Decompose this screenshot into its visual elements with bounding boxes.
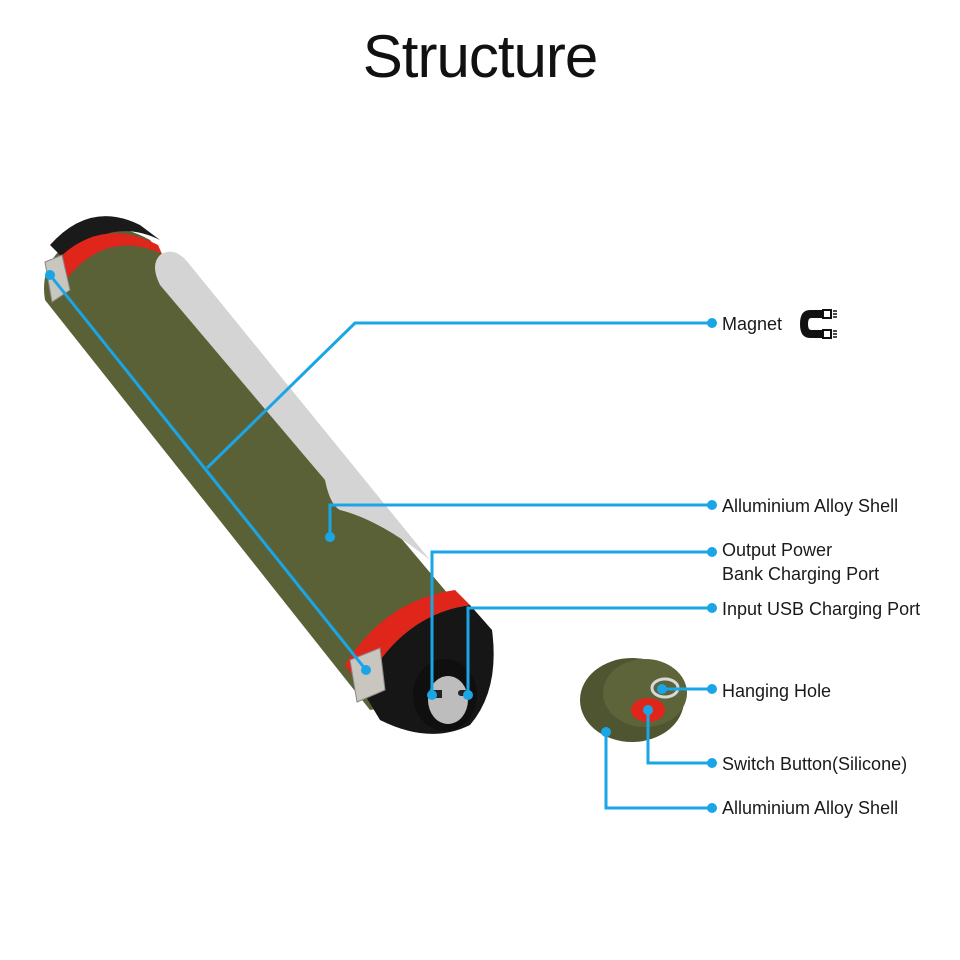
callout-input-port — [466, 606, 712, 695]
callout-shell-body — [328, 503, 712, 537]
dot — [601, 727, 611, 737]
label-input-port: Input USB Charging Port — [722, 599, 921, 619]
dot — [707, 547, 717, 557]
callout-magnet-diagonal — [48, 274, 368, 671]
callout-output-port — [430, 550, 712, 695]
label-shell-body: Alluminium Alloy Shell — [722, 496, 899, 516]
cap-face — [603, 659, 687, 727]
dot — [427, 690, 437, 700]
dot — [643, 705, 653, 715]
dot — [707, 603, 717, 613]
label-switch-button: Switch Button(Silicone) — [722, 754, 908, 774]
flashlight-shell — [44, 227, 470, 710]
dot — [707, 758, 717, 768]
flashlight — [44, 216, 494, 734]
dot — [361, 665, 371, 675]
label-output-port-line1: Output Power — [722, 540, 833, 560]
dot — [463, 690, 473, 700]
dot — [657, 684, 667, 694]
callout-switch — [646, 710, 712, 765]
dot — [707, 684, 717, 694]
dot — [707, 318, 717, 328]
detached-cap — [580, 658, 687, 742]
page-title: Structure — [362, 23, 598, 90]
dot — [45, 270, 55, 280]
label-magnet: Magnet — [722, 314, 783, 334]
label-output-port-line2: Bank Charging Port — [722, 564, 880, 584]
callout-magnet — [205, 321, 712, 470]
label-cap-shell: Alluminium Alloy Shell — [722, 798, 899, 818]
callout-cap-shell — [604, 732, 712, 810]
light-diffuser — [155, 251, 430, 560]
callout-dots — [45, 270, 717, 813]
port-plate — [428, 676, 468, 724]
dot — [707, 500, 717, 510]
dot — [325, 532, 335, 542]
top-red-ring — [55, 233, 162, 282]
callouts — [48, 274, 712, 810]
dot — [707, 803, 717, 813]
horseshoe-magnet-icon — [800, 309, 837, 339]
label-hanging-hole: Hanging Hole — [722, 681, 832, 701]
top-end-cap — [50, 216, 160, 260]
